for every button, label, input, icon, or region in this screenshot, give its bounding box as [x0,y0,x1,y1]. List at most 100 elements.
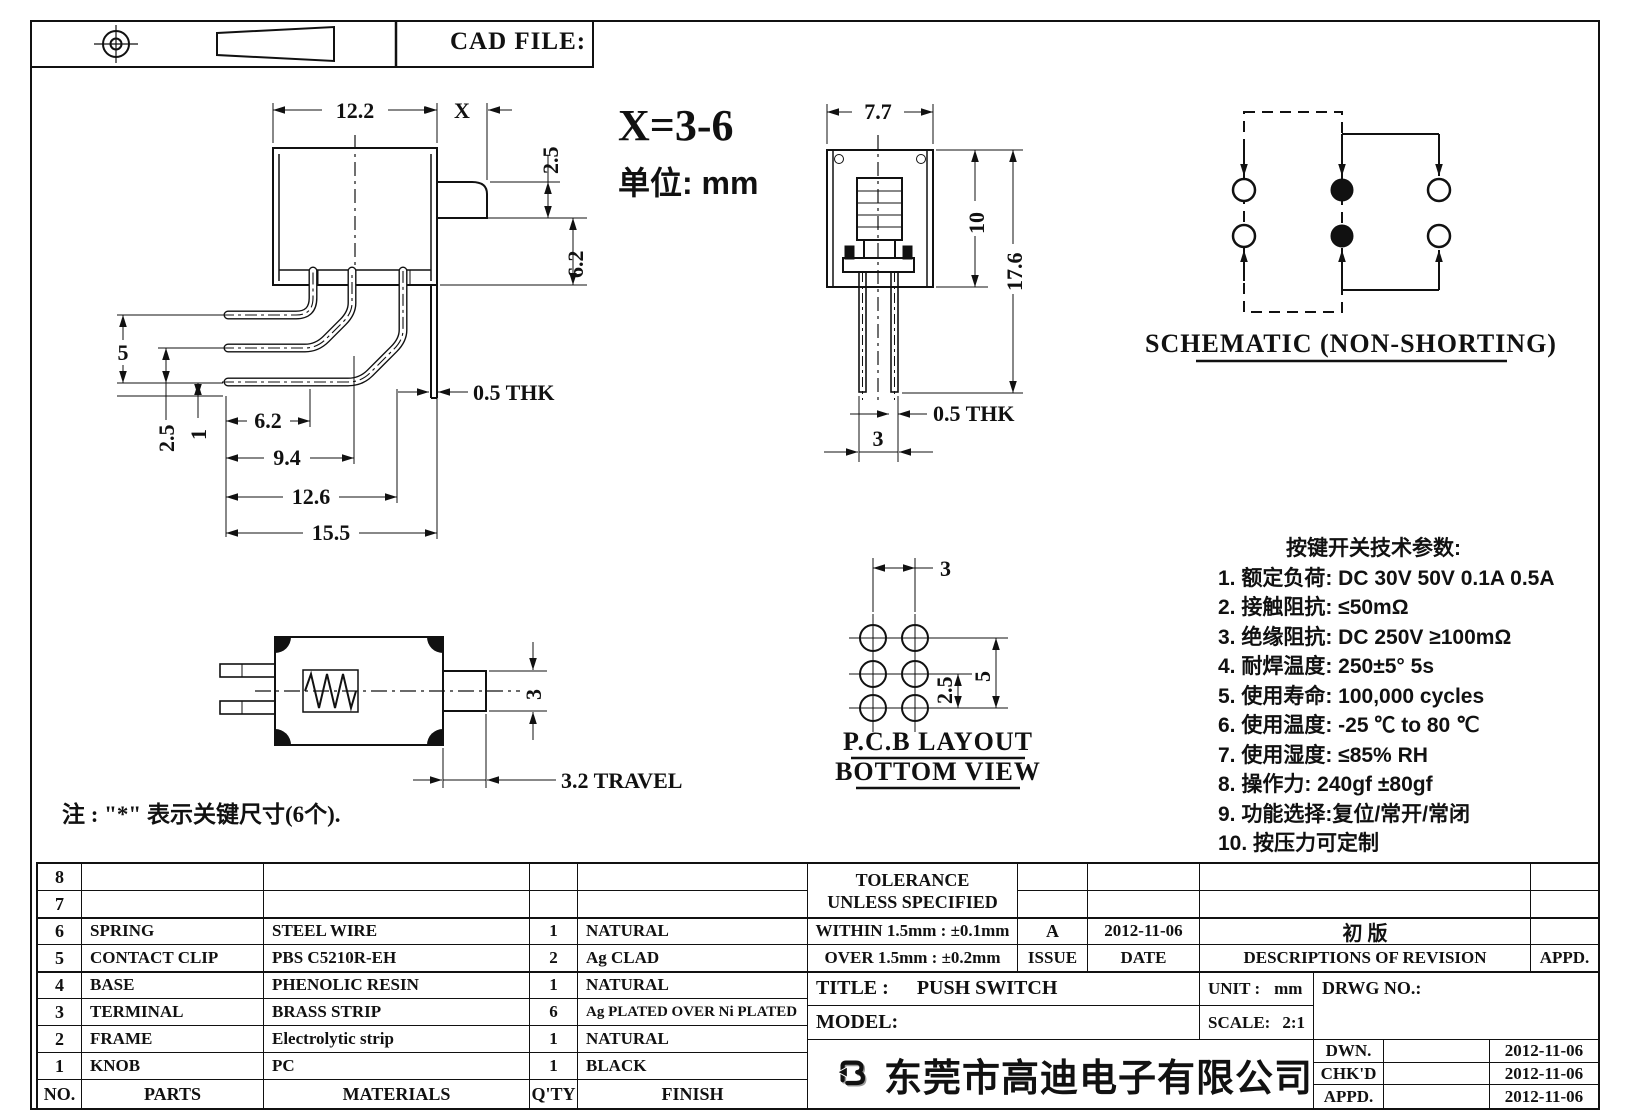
date-label: DATE [1088,945,1200,972]
title-value: PUSH SWITCH [916,977,1058,999]
dim-side-x: X [454,98,470,123]
model-row: MODEL: [808,1006,1200,1040]
pcb-labels: 3 2.5 5 P.C.B LAYOUT BOTTOM VIEW [835,556,1041,786]
row-qty: 6 [530,999,578,1026]
row-no: 6 [38,918,82,945]
side-view-labels: 12.2 X 2.5 6.2 0.5 THK 5 2.5 1 6.2 9.4 1… [118,98,589,545]
row-materials: Electrolytic strip [264,1026,530,1053]
schematic-caption: SCHEMATIC (NON-SHORTING) [1145,329,1557,358]
dim-side-btn: 2.5 [538,147,563,175]
top-view-labels: 3 3.2 TRAVEL [521,689,682,793]
empty-cell [1531,891,1598,918]
issue-date-value: 2012-11-06 [1088,918,1200,945]
dim-side-width: 12.2 [336,98,375,123]
row-no: 7 [38,891,82,918]
front-view-labels: 7.7 10 17.6 0.5 THK 3 [864,99,1027,451]
param-item: 1. 额定负荷: DC 30V 50V 0.1A 0.5A [1218,566,1555,590]
key-dimension-note: 注 : "*" 表示关键尺寸(6个). [62,802,341,827]
dim-side-l1: 1 [186,429,211,440]
drwg-no-label: DRWG NO.: [1322,978,1422,998]
row-parts: TERMINAL [82,999,264,1026]
projection-symbols [94,22,398,66]
dwn-label: DWN. [1314,1040,1384,1063]
row-finish: NATURAL [578,1026,808,1053]
appd-signature [1384,1085,1490,1108]
row-finish: Ag CLAD [578,945,808,972]
dim-side-l25: 2.5 [154,425,179,453]
row-finish [578,891,808,918]
row-materials: PBS C5210R-EH [264,945,530,972]
side-view [111,97,587,545]
row-finish: Ag PLATED OVER Ni PLATED [578,999,808,1026]
row-finish: BLACK [578,1053,808,1080]
issue-value: A [1018,918,1088,945]
row-parts: CONTACT CLIP [82,945,264,972]
chkd-date: 2012-11-06 [1490,1063,1598,1085]
company-name: 东莞市高迪电子有限公司 [883,1057,1313,1100]
table-divider [38,971,1598,973]
row-parts: FRAME [82,1026,264,1053]
title-label: TITLE : [816,977,889,999]
row-qty [530,891,578,918]
col-header-no: NO. [38,1080,82,1108]
row-materials: PHENOLIC RESIN [264,972,530,999]
unit-field-value: mm [1274,978,1303,998]
row-no: 1 [38,1053,82,1080]
dim-side-c155: 15.5 [312,520,351,545]
empty-cell [1018,864,1088,891]
issue-label: ISSUE [1018,945,1088,972]
col-header-qty: Q'TY [530,1080,578,1108]
projection-cone-icon [216,25,335,63]
dim-top-btn: 3 [521,689,546,700]
cad-file-label: CAD FILE: [450,28,587,55]
param-item: 6. 使用温度: -25 ℃ to 80 ℃ [1218,714,1480,737]
empty-cell [1018,891,1088,918]
row-no: 8 [38,864,82,891]
row-materials: PC [264,1053,530,1080]
tech-params: 按键开关技术参数: 1. 额定负荷: DC 30V 50V 0.1A 0.5A … [1218,534,1588,859]
pcb-layout [849,558,1025,790]
row-materials [264,864,530,891]
dim-front-pins: 3 [873,426,884,451]
title-block-table: 8 7 6 SPRING STEEL WIRE 1 NATURAL 5 CONT… [36,862,1600,1110]
dim-front-width: 7.7 [864,99,892,124]
dwn-date: 2012-11-06 [1490,1040,1598,1063]
row-qty: 1 [530,1026,578,1053]
tolerance-over: OVER 1.5mm : ±0.2mm [808,945,1018,972]
scale-value: 2:1 [1282,1012,1306,1032]
empty-cell [1088,891,1200,918]
top-view [219,636,556,788]
col-header-materials: MATERIALS [264,1080,530,1108]
row-parts: KNOB [82,1053,264,1080]
chkd-label: CHK'D [1314,1063,1384,1085]
drwg-no-cell: DRWG NO.: [1314,972,1598,1040]
title-row: TITLE : PUSH SWITCH [808,972,1200,1006]
row-materials: STEEL WIRE [264,918,530,945]
row-qty: 1 [530,972,578,999]
empty-cell [1088,864,1200,891]
pcb-caption-2: BOTTOM VIEW [835,757,1041,786]
dim-front-thk: 0.5 THK [933,401,1015,426]
dim-pcb-row: 2.5 [932,677,957,705]
revision-label: DESCRIPTIONS OF REVISION [1200,945,1531,972]
tech-params-title: 按键开关技术参数: [1286,537,1461,560]
row-qty: 1 [530,1053,578,1080]
dim-side-thk: 0.5 THK [473,380,555,405]
revision-description: 初 版 [1200,918,1531,945]
row-parts: SPRING [82,918,264,945]
row-finish: NATURAL [578,918,808,945]
company-cell: 东莞市高迪电子有限公司 [808,1040,1314,1108]
empty-cell [1200,891,1531,918]
dim-side-right: 6.2 [563,251,588,279]
empty-cell [1531,864,1598,891]
dim-front-total: 17.6 [1002,253,1027,292]
x-range-label: X=3-6 [618,101,734,150]
row-no: 2 [38,1026,82,1053]
dim-top-travel: 3.2 TRAVEL [561,768,682,793]
company-logo-icon [836,1060,867,1087]
row-qty: 1 [530,918,578,945]
row-qty: 2 [530,945,578,972]
tolerance-header: TOLERANCE UNLESS SPECIFIED [808,864,1018,918]
scale-label: SCALE: [1208,1012,1271,1032]
